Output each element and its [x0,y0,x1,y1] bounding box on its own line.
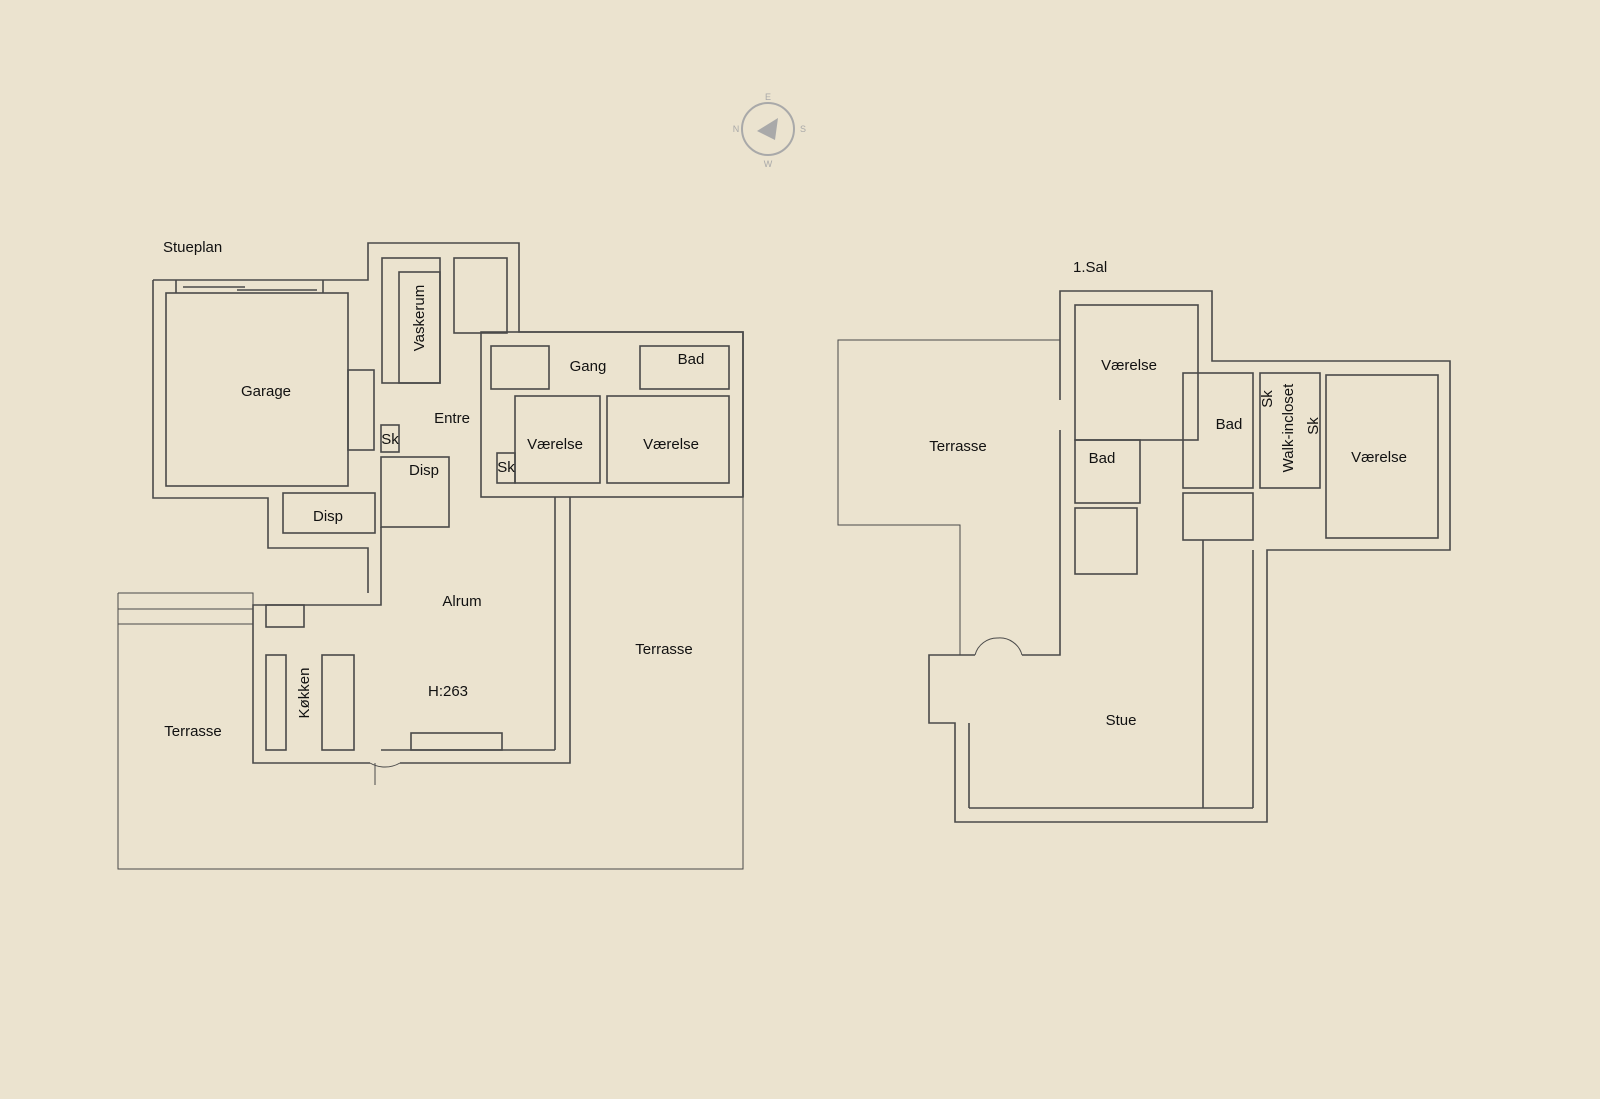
compass-south: S [800,124,806,134]
room-kokken: Køkken [296,668,313,719]
room-bad: Bad [1216,416,1243,433]
room-entre: Entre [434,410,470,427]
room-vaerelse: Værelse [1101,357,1157,374]
ground-floor-labels: Stueplan Garage Disp Vaskerum Entre Sk D… [163,239,704,740]
room-terrasse: Terrasse [929,438,987,455]
compass-north: N [733,124,740,134]
room-sk: Sk [381,431,399,448]
room-vaerelse: Værelse [643,436,699,453]
first-floor-plan [837,290,1451,823]
first-floor-title: 1.Sal [1073,259,1107,276]
room-stue: Stue [1106,712,1137,729]
room-disp: Disp [409,462,439,479]
room-terrasse: Terrasse [635,641,693,658]
room-sk: Sk [1305,417,1322,435]
room-disp: Disp [313,508,343,525]
room-sk: Sk [497,459,515,476]
room-sk: Sk [1259,390,1276,408]
room-vaerelse: Værelse [527,436,583,453]
first-floor-labels: 1.Sal Terrasse Værelse Bad Bad Sk Walk-i… [929,259,1407,729]
room-vaskerum: Vaskerum [411,285,428,351]
compass-icon: E N S W [733,92,806,169]
ground-floor-title: Stueplan [163,239,222,256]
room-bad: Bad [1089,450,1116,467]
compass-west: W [764,159,773,169]
room-walk-in-closet: Walk-incloset [1280,383,1297,472]
room-garage: Garage [241,383,291,400]
room-terrasse: Terrasse [164,723,222,740]
room-alrum: Alrum [442,593,481,610]
ceiling-height: H:263 [428,683,468,700]
room-bad: Bad [678,351,705,368]
room-gang: Gang [570,358,607,375]
ground-floor-plan [117,242,744,870]
room-vaerelse: Værelse [1351,449,1407,466]
compass-east: E [765,92,771,102]
